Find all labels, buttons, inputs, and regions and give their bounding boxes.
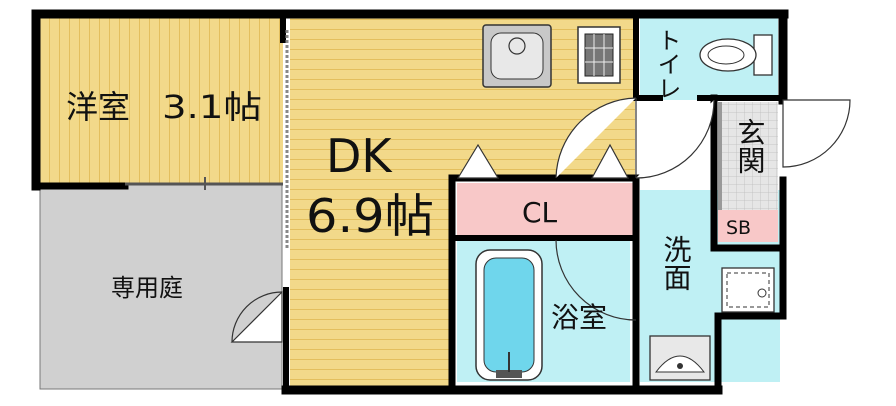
bath-door-arc xyxy=(555,239,637,321)
kitchen-sink xyxy=(482,24,552,88)
garden-door-arc xyxy=(231,291,283,343)
dk-door-arc xyxy=(555,97,637,179)
bath-name: 浴室 xyxy=(551,301,607,334)
shoebox-name: SB xyxy=(726,217,751,239)
washbasin-icon xyxy=(649,335,711,381)
washroom-name: 洗面 xyxy=(660,235,693,291)
dk-door-marker-right xyxy=(590,143,630,179)
western-room-name: 洋室 xyxy=(66,88,130,126)
garden-name: 専用庭 xyxy=(111,274,183,302)
garden-door xyxy=(230,290,283,343)
entrance-floor xyxy=(718,102,778,210)
closet-floor xyxy=(457,183,633,235)
toilet-name: トイレ xyxy=(653,28,681,100)
shoebox-floor xyxy=(718,210,778,242)
toilet-icon xyxy=(699,34,773,76)
dk-size: 6.9帖 xyxy=(306,189,434,243)
toilet-door-arc xyxy=(635,99,715,179)
stove-icon xyxy=(577,26,621,84)
western-room-floor xyxy=(40,18,283,183)
garden-floor xyxy=(39,182,283,390)
walls xyxy=(31,9,789,395)
entrance-door xyxy=(782,99,851,168)
dk-floor-lower xyxy=(290,178,450,388)
closet-name: CL xyxy=(522,196,558,229)
entrance-name: 玄関 xyxy=(734,118,767,174)
entrance-step xyxy=(718,102,722,210)
washing-machine-pan xyxy=(721,267,775,313)
doors xyxy=(230,97,851,343)
western-room-size: 3.1帖 xyxy=(162,88,262,126)
dk-door-marker-left xyxy=(456,143,500,179)
dk-name: DK xyxy=(326,129,393,183)
bathtub-icon xyxy=(475,249,543,381)
